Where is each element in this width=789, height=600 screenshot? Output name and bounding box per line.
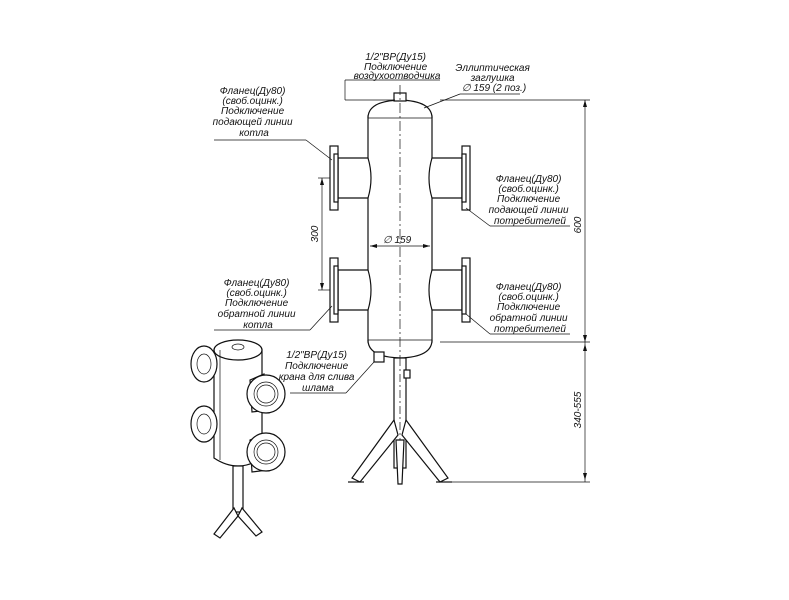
flange-boiler-supply: [329, 145, 372, 211]
dimension-lines: [318, 99, 590, 483]
flange-consumer-supply: [428, 145, 471, 211]
dim-body-height: 600: [573, 216, 584, 233]
label-air-vent: 1/2"ВР(Ду15) Подключение воздухоотводчик…: [354, 52, 441, 82]
flange-boiler-return: [329, 257, 372, 323]
dim-flange-spacing: 300: [310, 225, 321, 242]
flange-consumer-return: [428, 257, 471, 323]
vessel-body: [367, 85, 433, 370]
dim-body-diameter: ∅ 159: [383, 235, 412, 246]
dim-stand-height: 340-555: [573, 391, 584, 428]
label-flange-boiler-supply: Фланец(Ду80) (своб.оцинк.) Подключение п…: [213, 86, 296, 139]
label-elliptic-cap: Эллиптическая заглушка ∅ 159 (2 поз.): [455, 63, 532, 94]
label-drain: 1/2"ВР(Ду15) Подключение крана для слива…: [279, 350, 358, 394]
leader-lines: [214, 79, 570, 394]
label-flange-consumer-return: Фланец(Ду80) (своб.оцинк.) Подключение о…: [490, 282, 571, 335]
stand: [348, 357, 452, 485]
label-flange-consumer-supply: Фланец(Ду80) (своб.оцинк.) Подключение п…: [489, 174, 572, 227]
isometric-view: [190, 339, 286, 539]
label-flange-boiler-return: Фланец(Ду80) (своб.оцинк.) Подключение о…: [218, 278, 299, 331]
